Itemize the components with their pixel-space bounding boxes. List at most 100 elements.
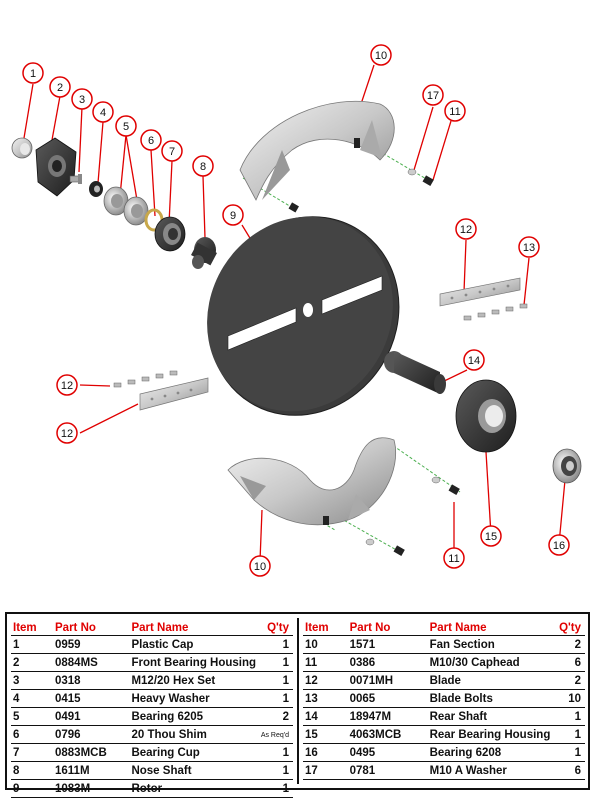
cell-part-name: M10 A Washer — [427, 761, 558, 780]
cell-item: 6 — [11, 725, 53, 744]
cell-item: 3 — [11, 671, 53, 690]
blade-bolts-left — [113, 370, 178, 388]
cell-qty: 1 — [258, 653, 293, 672]
cell-part-no: 0318 — [53, 671, 130, 690]
cell-item: 2 — [11, 653, 53, 672]
cell-part-name: Blade — [427, 671, 558, 690]
cell-part-name: Bearing 6205 — [129, 707, 259, 726]
cell-qty: 6 — [557, 653, 585, 672]
callout-circle-11-b — [443, 547, 465, 569]
callout-circle-3 — [71, 88, 93, 110]
cell-part-no: 0781 — [347, 761, 428, 780]
callout-circle-10-b — [249, 555, 271, 577]
plastic-cap — [11, 137, 33, 159]
header-part-no: Part No — [53, 620, 130, 636]
cell-part-no: 0883MCB — [53, 743, 130, 762]
header-part-no: Part No — [347, 620, 428, 636]
callout-number-12-b: 12 — [61, 380, 73, 392]
cell-part-name: Bearing Cup — [129, 743, 259, 762]
callout-circle-11 — [444, 100, 466, 122]
callout-circle-15 — [480, 525, 502, 547]
header-qty: Q'ty — [258, 620, 293, 636]
callout-circle-1 — [22, 62, 44, 84]
cell-item: 1 — [11, 635, 53, 654]
cell-part-no: 0415 — [53, 689, 130, 708]
callout-circle-2 — [49, 76, 71, 98]
hex-set-screw — [69, 174, 82, 184]
cell-part-no: 1611M — [53, 761, 130, 780]
cell-part-name: M10/30 Caphead — [427, 653, 558, 672]
blade-left — [139, 377, 209, 411]
table-header-row: Item Part No Part Name Q'ty — [303, 620, 585, 636]
cell-part-no: 1571 — [347, 635, 428, 654]
callout-number-7: 7 — [169, 146, 175, 158]
cell-qty: 1 — [258, 635, 293, 654]
cell-qty: 1 — [258, 671, 293, 690]
callout-circle-10 — [370, 44, 392, 66]
cell-part-no: 18947M — [347, 707, 428, 726]
header-item: Item — [11, 620, 53, 636]
cell-part-name: Heavy Washer — [129, 689, 259, 708]
fan-section-upper — [239, 100, 395, 201]
callout-number-10: 10 — [375, 50, 387, 62]
cell-item: 10 — [303, 635, 348, 654]
cell-part-no: 0495 — [347, 743, 428, 762]
callout-number-15: 15 — [485, 531, 497, 543]
callout-number-10-b: 10 — [254, 561, 266, 573]
cell-part-name: Rear Bearing Housing — [427, 725, 558, 744]
callout-circle-4 — [92, 101, 114, 123]
callout-number-4: 4 — [100, 107, 106, 119]
bearing-6208 — [552, 448, 582, 484]
cell-item: 5 — [11, 707, 53, 726]
cell-part-name: 20 Thou Shim — [129, 725, 259, 744]
callout-circle-16 — [548, 534, 570, 556]
callout-number-11: 11 — [449, 106, 460, 118]
callout-circle-8 — [192, 155, 214, 177]
callout-circle-9 — [222, 204, 244, 226]
cell-part-name: Blade Bolts — [427, 689, 558, 708]
callout-number-13: 13 — [523, 242, 535, 254]
cell-item: 17 — [303, 761, 348, 780]
bearing-cup — [154, 216, 186, 252]
rear-bearing-housing — [455, 379, 517, 453]
cell-qty: 1 — [557, 743, 585, 762]
cell-part-no: 4063MCB — [347, 725, 428, 744]
cell-qty: 6 — [557, 761, 585, 780]
cell-part-name: Plastic Cap — [129, 635, 259, 654]
callout-circle-12 — [455, 218, 477, 240]
callout-circle-12-b — [56, 374, 78, 396]
header-item: Item — [303, 620, 348, 636]
header-qty: Q'ty — [557, 620, 585, 636]
cell-part-no: 0071MH — [347, 671, 428, 690]
cell-qty: 1 — [557, 707, 585, 726]
callout-number-2: 2 — [57, 82, 63, 94]
cell-part-no: 0959 — [53, 635, 130, 654]
cell-part-name: Bearing 6208 — [427, 743, 558, 762]
cell-qty: 2 — [557, 635, 585, 654]
cell-item: 16 — [303, 743, 348, 762]
cell-qty: As Req'd — [258, 725, 293, 744]
cell-qty: 1 — [557, 725, 585, 744]
callout-number-9: 9 — [230, 210, 236, 222]
blade-bolts-right — [463, 303, 528, 321]
callout-circle-17 — [422, 84, 444, 106]
fan-section-lower — [227, 437, 396, 526]
cell-part-name: Nose Shaft — [129, 761, 259, 780]
callout-circle-6 — [140, 129, 162, 151]
cell-qty: 1 — [258, 689, 293, 708]
bearing-6205-b — [123, 196, 149, 226]
